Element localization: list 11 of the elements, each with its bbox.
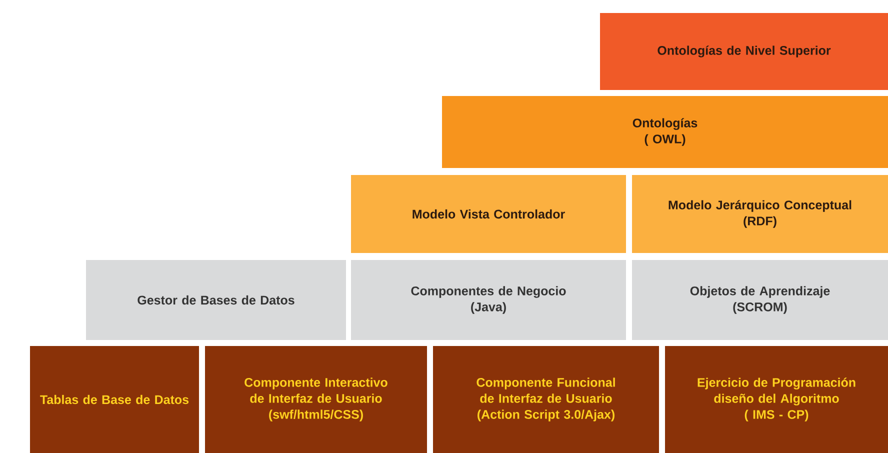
layer-box: Componente Funcional de Interfaz de Usuario (Action Script 3.0/Ajax) [433, 346, 659, 453]
layer-box: Ontologías ( OWL) [442, 96, 888, 168]
layer-box: Modelo Vista Controlador [351, 175, 626, 253]
layer-box: Tablas de Base de Datos [30, 346, 199, 453]
layer-box: Modelo Jerárquico Conceptual (RDF) [632, 175, 888, 253]
layer-box: Componente Interactivo de Interfaz de Usuario (swf/html5/CSS) [205, 346, 427, 453]
layer-box: Gestor de Bases de Datos [86, 260, 346, 340]
layer-box: Ejercicio de Programación diseño del Algoritmo ( IMS - CP) [665, 346, 888, 453]
layer-box: Objetos de Aprendizaje (SCROM) [632, 260, 888, 340]
layer-box: Componentes de Negocio (Java) [351, 260, 626, 340]
layer-box: Ontologías de Nivel Superior [600, 13, 888, 90]
